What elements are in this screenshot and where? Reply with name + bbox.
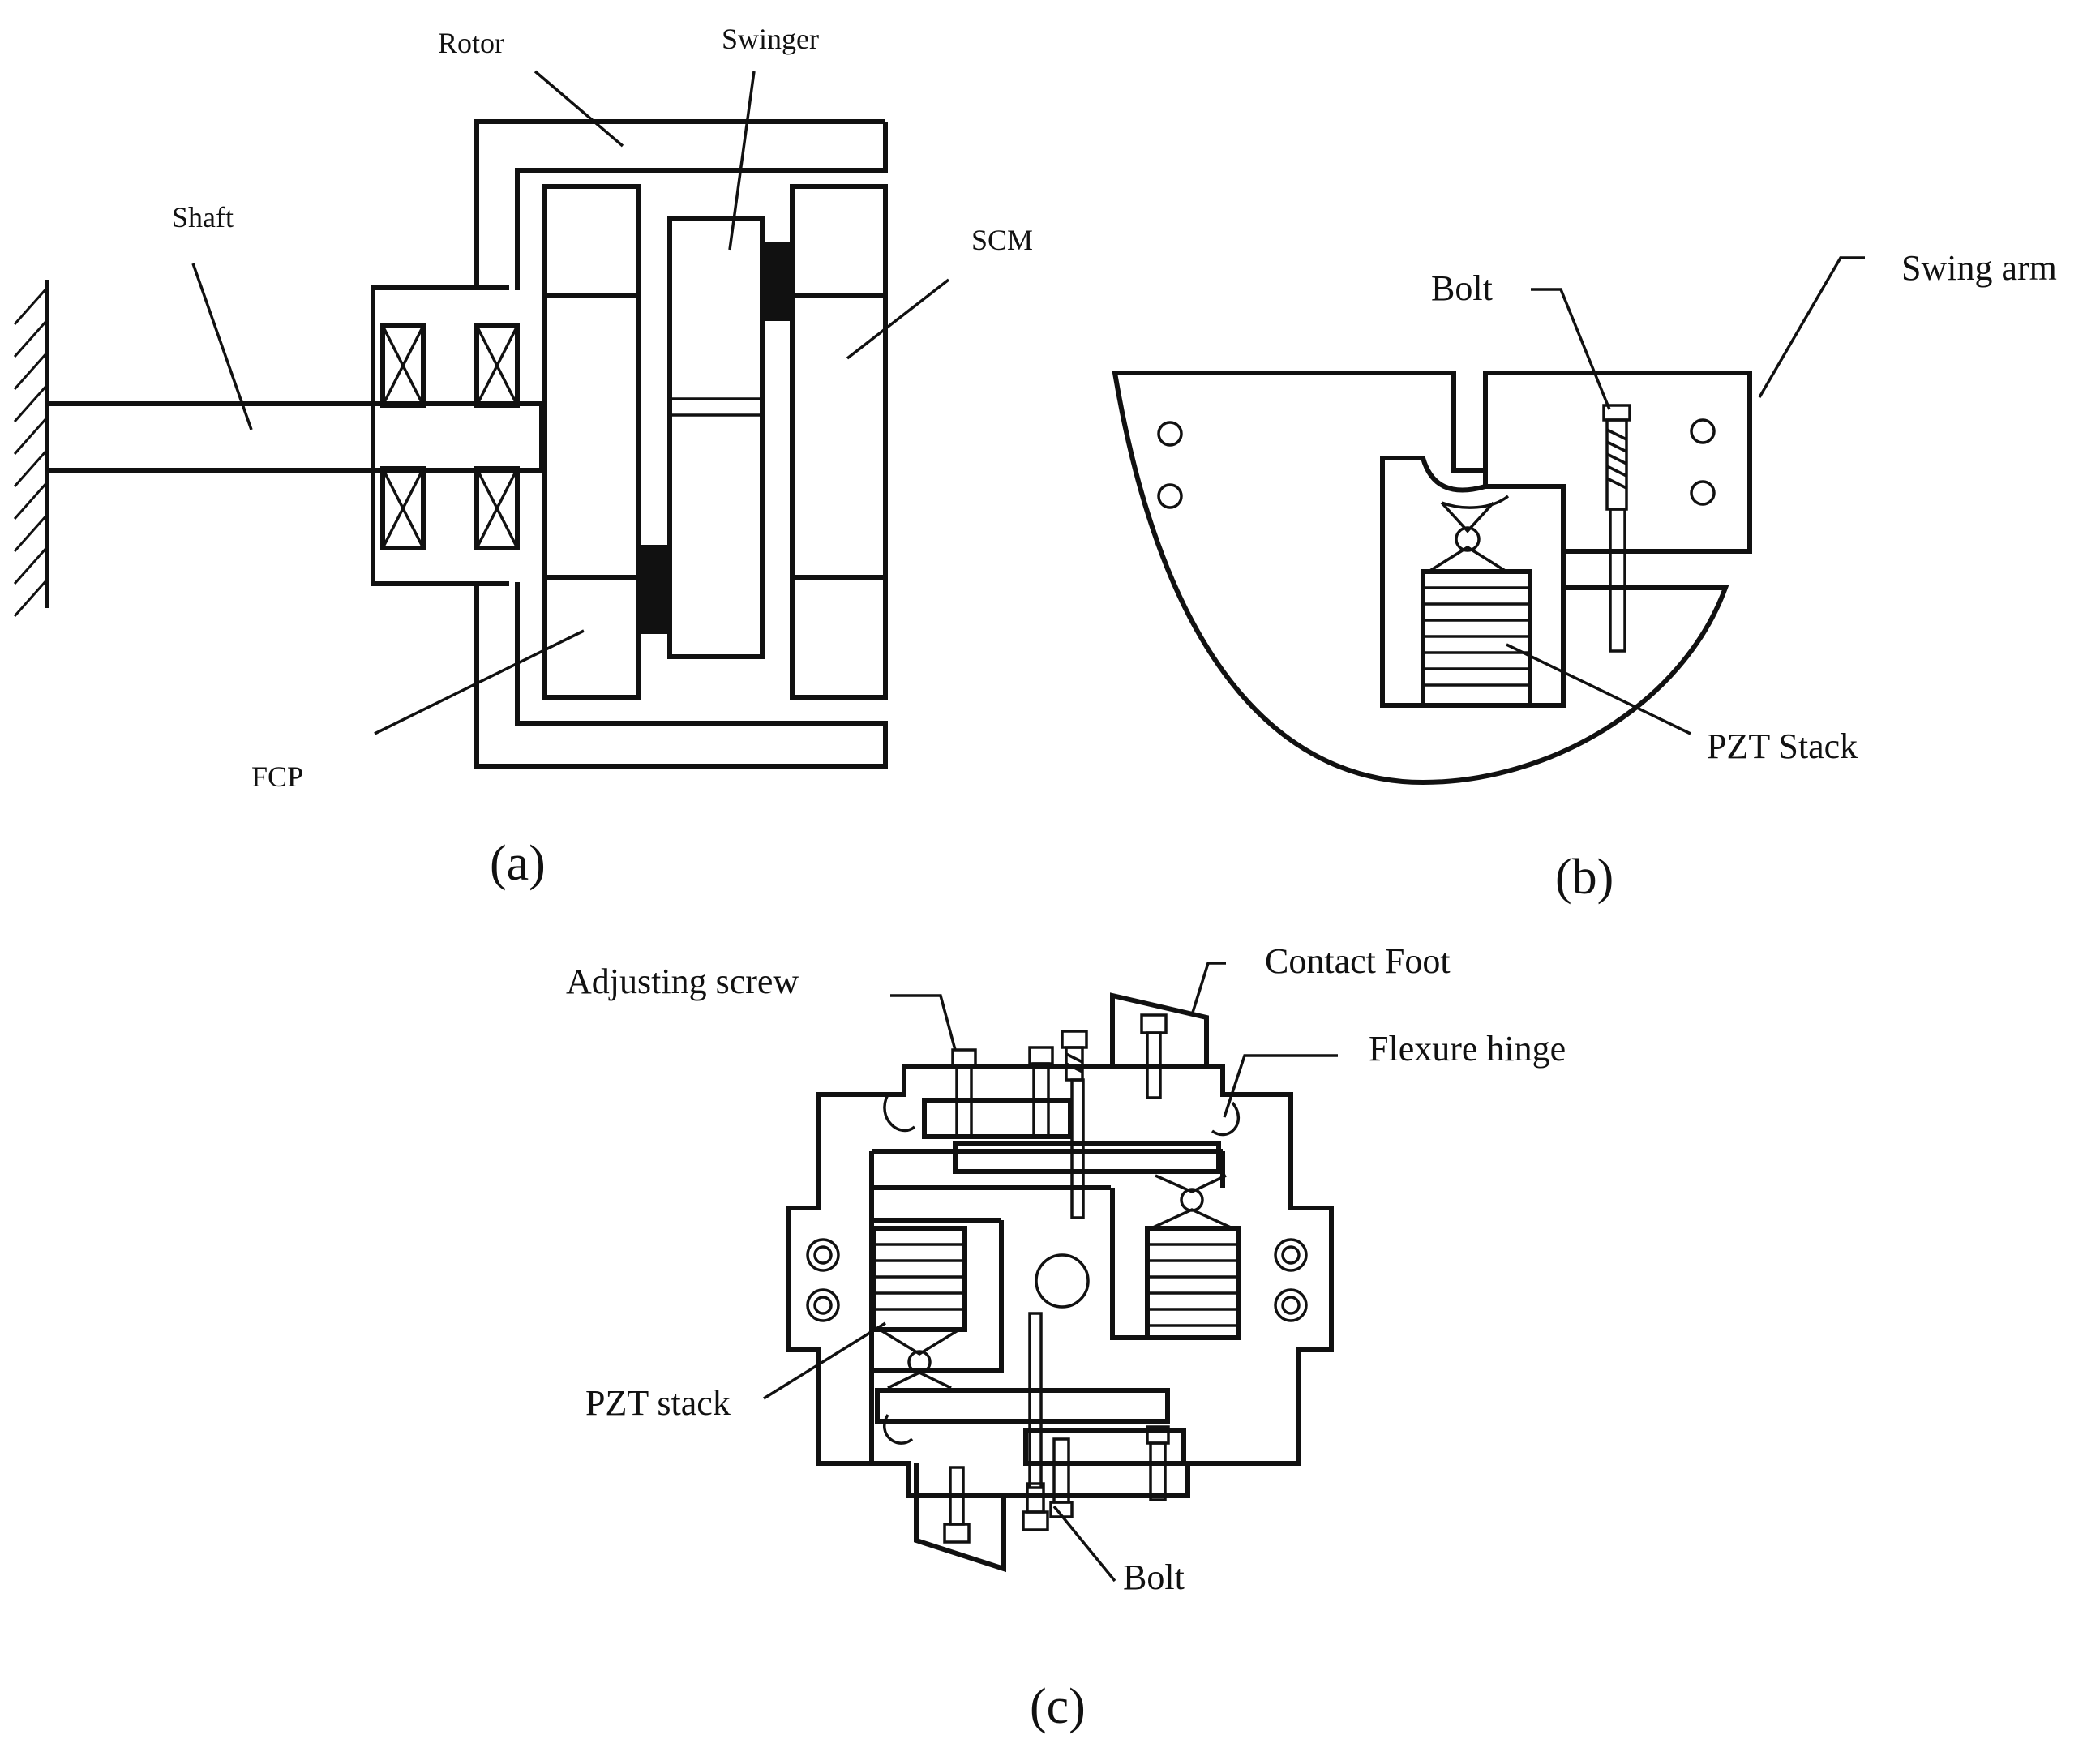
mounting-holes bbox=[1157, 418, 1716, 509]
actuator-body bbox=[786, 1064, 1334, 1498]
label-scm: SCM bbox=[971, 224, 1033, 256]
pzt-stack bbox=[1421, 569, 1532, 708]
label-flexure-hinge: Flexure hinge bbox=[1369, 1029, 1566, 1069]
panel-a-motor-schematic: Rotor Swinger Shaft SCM FCP (a) bbox=[13, 23, 1033, 891]
contact-foot-bottom bbox=[914, 1463, 1006, 1573]
label-pzt-stack-b: PZT Stack bbox=[1707, 726, 1858, 766]
bearings bbox=[380, 323, 520, 550]
label-shaft: Shaft bbox=[172, 201, 234, 233]
label-swing-arm: Swing arm bbox=[1901, 248, 2057, 288]
mounting-holes-c bbox=[806, 1238, 1308, 1322]
label-contact-foot: Contact Foot bbox=[1265, 941, 1451, 981]
swinger bbox=[667, 216, 765, 659]
caption-a: (a) bbox=[490, 836, 546, 891]
upper-lever bbox=[922, 1098, 1073, 1139]
contact-foot-top bbox=[1110, 992, 1209, 1066]
bolt bbox=[1602, 404, 1631, 653]
label-bolt-b: Bolt bbox=[1431, 268, 1493, 308]
pzt-stack-right bbox=[1145, 1174, 1241, 1340]
label-rotor: Rotor bbox=[438, 27, 504, 59]
swing-arm-body bbox=[1112, 371, 1752, 786]
center-ball bbox=[1035, 1253, 1090, 1309]
adjusting-screws bbox=[951, 1030, 1170, 1531]
pzt-pocket bbox=[1380, 456, 1566, 708]
caption-b: (b) bbox=[1555, 850, 1614, 905]
shaft bbox=[47, 401, 544, 473]
lower-lever bbox=[875, 1388, 1170, 1424]
label-pzt-stack-c: PZT stack bbox=[585, 1383, 731, 1423]
wall-hatching bbox=[13, 287, 49, 617]
rotor-outer bbox=[474, 119, 888, 769]
label-swinger: Swinger bbox=[722, 23, 819, 55]
fcp-plate bbox=[542, 184, 641, 700]
panel-c-actuator: Adjusting screw Contact Foot Flexure hin… bbox=[566, 941, 1566, 1734]
pzt-stack-left bbox=[872, 1226, 967, 1390]
scm bbox=[790, 184, 888, 700]
label-adjusting-screw: Adjusting screw bbox=[566, 962, 799, 1001]
label-bolt-c: Bolt bbox=[1123, 1557, 1185, 1597]
caption-c: (c) bbox=[1030, 1679, 1086, 1734]
panel-b-swing-arm: Bolt Swing arm PZT Stack (b) bbox=[1112, 248, 2057, 905]
label-fcp: FCP bbox=[251, 760, 303, 793]
